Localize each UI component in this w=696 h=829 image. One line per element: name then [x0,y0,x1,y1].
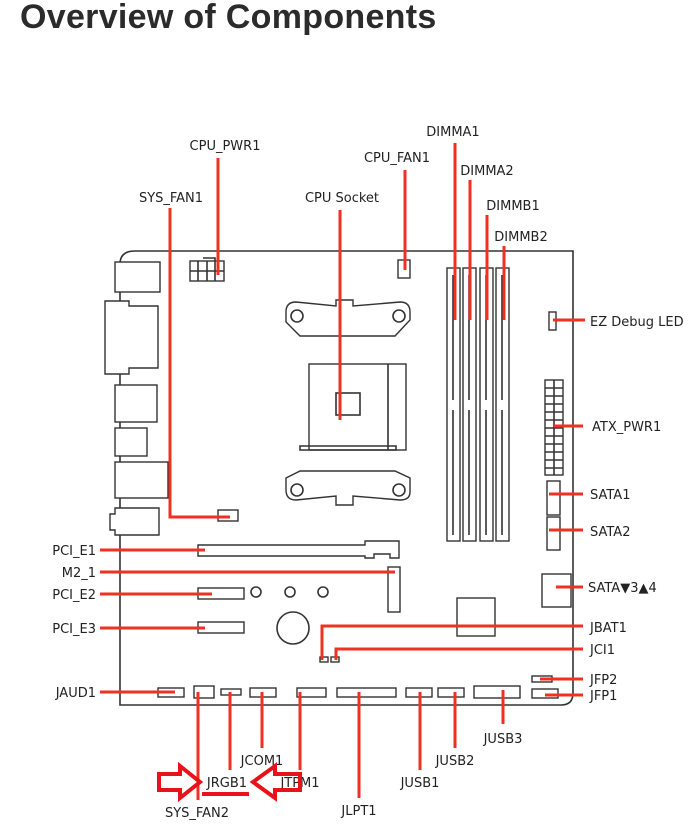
io-panel [104,261,169,536]
label-dimmb2: DIMMB2 [494,230,547,245]
label-jlpt1: JLPT1 [340,804,376,819]
label-jusb1: JUSB1 [400,776,440,791]
label-jrgb1: JRGB1 [206,776,247,791]
label-jfp1: JFP1 [589,689,617,704]
mounting-holes [250,586,329,598]
label-jci1: JCI1 [589,643,615,658]
label-ez-debug-led: EZ Debug LED [590,315,684,330]
arrow-left-icon [249,762,302,802]
sata2-port [546,516,561,551]
label-pci-e2: PCI_E2 [52,588,96,603]
label-jaud1: JAUD1 [55,686,96,701]
label-jusb2: JUSB2 [435,754,475,769]
arrow-right-icon [157,761,204,803]
label-pci-e3: PCI_E3 [52,622,96,637]
label-jusb3: JUSB3 [483,732,523,747]
dimm-slots [446,267,510,542]
pcie-x16-slot [197,540,400,559]
label-atx-pwr1: ATX_PWR1 [592,420,661,435]
m2-slot [387,566,401,613]
label-sata1: SATA1 [590,488,630,503]
label-dimma1: DIMMA1 [426,125,479,140]
cpu-pwr-connector [189,257,225,282]
label-sys-fan2: SYS_FAN2 [165,806,229,821]
label-jcom1: JCOM1 [240,754,284,769]
label-sys-fan1: SYS_FAN1 [139,191,203,206]
label-sata34: SATA▼3▲4 [588,581,657,596]
label-jfp2: JFP2 [589,673,617,688]
label-dimmb1: DIMMB1 [486,199,539,214]
label-pci-e1: PCI_E1 [52,544,96,559]
page-title: Overview of Components [20,0,437,36]
leader-lines [100,143,585,800]
label-m2-1: M2_1 [62,566,96,581]
label-dimma2: DIMMA2 [460,164,513,179]
label-cpu-socket: CPU Socket [305,191,379,206]
cmos-battery [276,611,310,645]
sata1-port [546,480,561,516]
chipset [456,597,496,637]
label-cpu-fan1: CPU_FAN1 [364,151,430,166]
label-sata2: SATA2 [590,525,630,540]
sata34-port [541,573,572,608]
cpu-socket [285,299,411,506]
bottom-headers [157,656,559,699]
label-jbat1: JBAT1 [589,621,627,636]
label-cpu-pwr1: CPU_PWR1 [190,139,261,154]
